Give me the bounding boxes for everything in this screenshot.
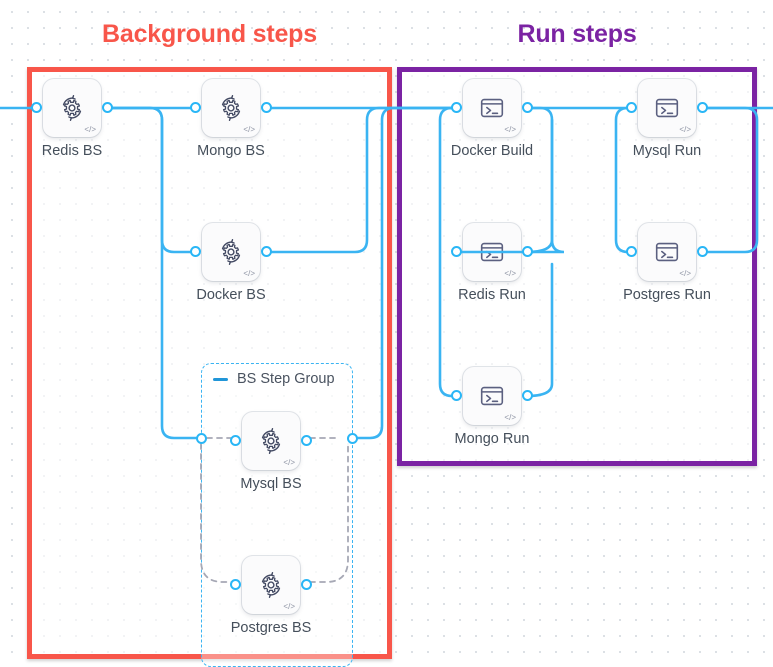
node-label-docker-bs: Docker BS [196, 287, 266, 303]
input-port-mongo-run[interactable] [451, 390, 462, 401]
code-badge-icon[interactable]: </> [283, 602, 295, 611]
input-port-docker-build[interactable] [451, 102, 462, 113]
input-port-docker-bs[interactable] [190, 246, 201, 257]
sync-gear-icon [216, 93, 246, 123]
code-badge-icon[interactable]: </> [679, 125, 691, 134]
node-card-docker-build[interactable]: </> [463, 79, 521, 137]
node-label-mongo-bs: Mongo BS [197, 143, 265, 159]
code-badge-icon[interactable]: </> [504, 125, 516, 134]
output-port-mysql-bs[interactable] [301, 435, 312, 446]
input-port-postgres-run[interactable] [626, 246, 637, 257]
output-port-postgres-run[interactable] [697, 246, 708, 257]
step-group-output-port[interactable] [347, 433, 358, 444]
node-docker-build[interactable]: </> Docker Build [451, 79, 533, 159]
node-label-postgres-bs: Postgres BS [230, 620, 312, 636]
group-title-background-steps: Background steps [102, 20, 317, 48]
output-port-docker-build[interactable] [522, 102, 533, 113]
node-label-redis-run: Redis Run [458, 287, 526, 303]
node-label-postgres-run: Postgres Run [623, 287, 711, 303]
node-docker-bs[interactable]: </> Docker BS [190, 223, 272, 303]
node-label-mysql-bs: Mysql BS [240, 476, 302, 492]
sync-gear-icon [256, 426, 286, 456]
code-badge-icon[interactable]: </> [243, 125, 255, 134]
node-card-postgres-bs[interactable]: </> [242, 556, 300, 614]
input-port-mongo-bs[interactable] [190, 102, 201, 113]
sync-gear-icon [57, 93, 87, 123]
code-badge-icon[interactable]: </> [679, 269, 691, 278]
node-redis-run[interactable]: </> Redis Run [451, 223, 533, 303]
minus-icon[interactable] [213, 377, 228, 381]
input-port-redis-run[interactable] [451, 246, 462, 257]
node-card-redis-run[interactable]: </> [463, 223, 521, 281]
node-label-mongo-run: Mongo Run [454, 431, 530, 447]
terminal-icon [477, 237, 507, 267]
node-mysql-bs[interactable]: </> Mysql BS [230, 412, 312, 492]
node-card-mysql-run[interactable]: </> [638, 79, 696, 137]
node-label-redis-bs: Redis BS [41, 143, 103, 159]
node-postgres-run[interactable]: </> Postgres Run [623, 223, 711, 303]
output-port-redis-run[interactable] [522, 246, 533, 257]
output-port-mongo-bs[interactable] [261, 102, 272, 113]
code-badge-icon[interactable]: </> [504, 413, 516, 422]
code-badge-icon[interactable]: </> [504, 269, 516, 278]
node-card-mongo-run[interactable]: </> [463, 367, 521, 425]
node-redis-bs[interactable]: </> Redis BS [31, 79, 113, 159]
output-port-mysql-run[interactable] [697, 102, 708, 113]
output-port-mongo-run[interactable] [522, 390, 533, 401]
step-group-label: BS Step Group [237, 371, 335, 387]
terminal-icon [652, 93, 682, 123]
node-card-postgres-run[interactable]: </> [638, 223, 696, 281]
node-label-docker-build: Docker Build [450, 143, 534, 159]
input-port-mysql-run[interactable] [626, 102, 637, 113]
group-title-run-steps: Run steps [517, 20, 637, 48]
sync-gear-icon [216, 237, 246, 267]
node-card-redis-bs[interactable]: </> [43, 79, 101, 137]
node-card-mysql-bs[interactable]: </> [242, 412, 300, 470]
terminal-icon [477, 381, 507, 411]
step-group-header[interactable]: BS Step Group [213, 371, 335, 387]
node-label-mysql-run: Mysql Run [632, 143, 702, 159]
node-mysql-run[interactable]: </> Mysql Run [626, 79, 708, 159]
output-port-redis-bs[interactable] [102, 102, 113, 113]
terminal-icon [652, 237, 682, 267]
output-port-docker-bs[interactable] [261, 246, 272, 257]
input-port-redis-bs[interactable] [31, 102, 42, 113]
node-postgres-bs[interactable]: </> Postgres BS [230, 556, 312, 636]
group-box-run-steps [397, 67, 757, 466]
node-card-docker-bs[interactable]: </> [202, 223, 260, 281]
terminal-icon [477, 93, 507, 123]
output-port-postgres-bs[interactable] [301, 579, 312, 590]
node-mongo-bs[interactable]: </> Mongo BS [190, 79, 272, 159]
node-mongo-run[interactable]: </> Mongo Run [451, 367, 533, 447]
code-badge-icon[interactable]: </> [84, 125, 96, 134]
input-port-postgres-bs[interactable] [230, 579, 241, 590]
sync-gear-icon [256, 570, 286, 600]
node-card-mongo-bs[interactable]: </> [202, 79, 260, 137]
step-group-input-port[interactable] [196, 433, 207, 444]
code-badge-icon[interactable]: </> [283, 458, 295, 467]
code-badge-icon[interactable]: </> [243, 269, 255, 278]
input-port-mysql-bs[interactable] [230, 435, 241, 446]
